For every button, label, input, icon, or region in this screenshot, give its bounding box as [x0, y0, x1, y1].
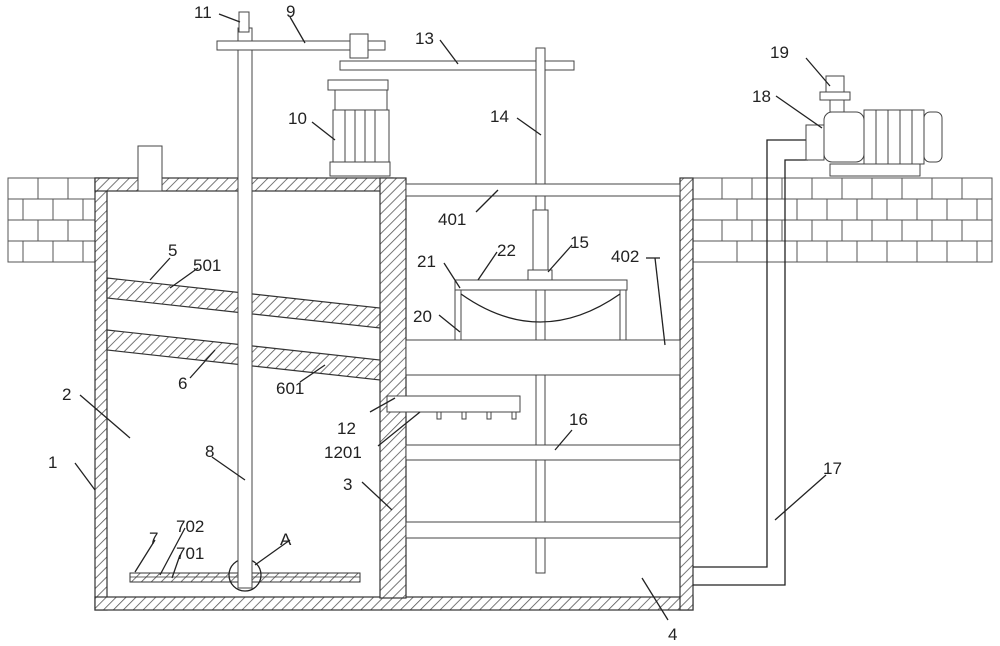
pump-18: [805, 109, 943, 177]
tank-walls: [94, 177, 694, 611]
label-401: 401: [438, 210, 466, 229]
label-8: 8: [205, 442, 214, 461]
top-bar-13: [339, 60, 575, 71]
label-1201: 1201: [324, 443, 362, 462]
label-2: 2: [62, 385, 71, 404]
pipe-17: [693, 139, 808, 586]
pump-inlet-19: [819, 75, 851, 113]
plate-16: [405, 444, 681, 461]
label-601: 601: [276, 379, 304, 398]
vent-box: [137, 145, 163, 192]
label-17: 17: [823, 459, 842, 478]
label-20: 20: [413, 307, 432, 326]
label-402: 402: [611, 247, 639, 266]
part-labels: 1 2 3 4 5 501 6 601 7 702 701 8 9 10 11 …: [48, 2, 842, 644]
right-chamber-plates: [405, 183, 681, 539]
label-A: A: [280, 530, 292, 549]
label-16: 16: [569, 410, 588, 429]
ground-brick-left: [7, 177, 96, 263]
label-3: 3: [343, 475, 352, 494]
spray-pipe-12: [386, 395, 521, 420]
leader-lines: [74, 13, 831, 621]
label-6: 6: [178, 374, 187, 393]
ground-brick-right: [691, 177, 993, 263]
label-15: 15: [570, 233, 589, 252]
label-701: 701: [176, 544, 204, 563]
label-10: 10: [288, 109, 307, 128]
filter-assembly: [454, 269, 628, 341]
label-21: 21: [417, 252, 436, 271]
label-501: 501: [193, 256, 221, 275]
label-702: 702: [176, 517, 204, 536]
label-11: 11: [194, 3, 212, 22]
label-14: 14: [490, 107, 509, 126]
motor-10: [327, 79, 391, 177]
label-7: 7: [149, 529, 158, 548]
top-bar-9: [216, 40, 386, 51]
plate-401: [405, 183, 681, 197]
label-22: 22: [497, 241, 516, 260]
label-13: 13: [415, 29, 434, 48]
label-18: 18: [752, 87, 771, 106]
shaft-8: [237, 11, 253, 589]
label-9: 9: [286, 2, 295, 21]
label-4: 4: [668, 625, 677, 644]
label-19: 19: [770, 43, 789, 62]
partition-wall-3: [379, 177, 407, 599]
plate-402: [405, 339, 681, 376]
label-12: 12: [337, 419, 356, 438]
rod-14: [535, 47, 546, 574]
label-5: 5: [168, 241, 177, 260]
label-1: 1: [48, 453, 57, 472]
